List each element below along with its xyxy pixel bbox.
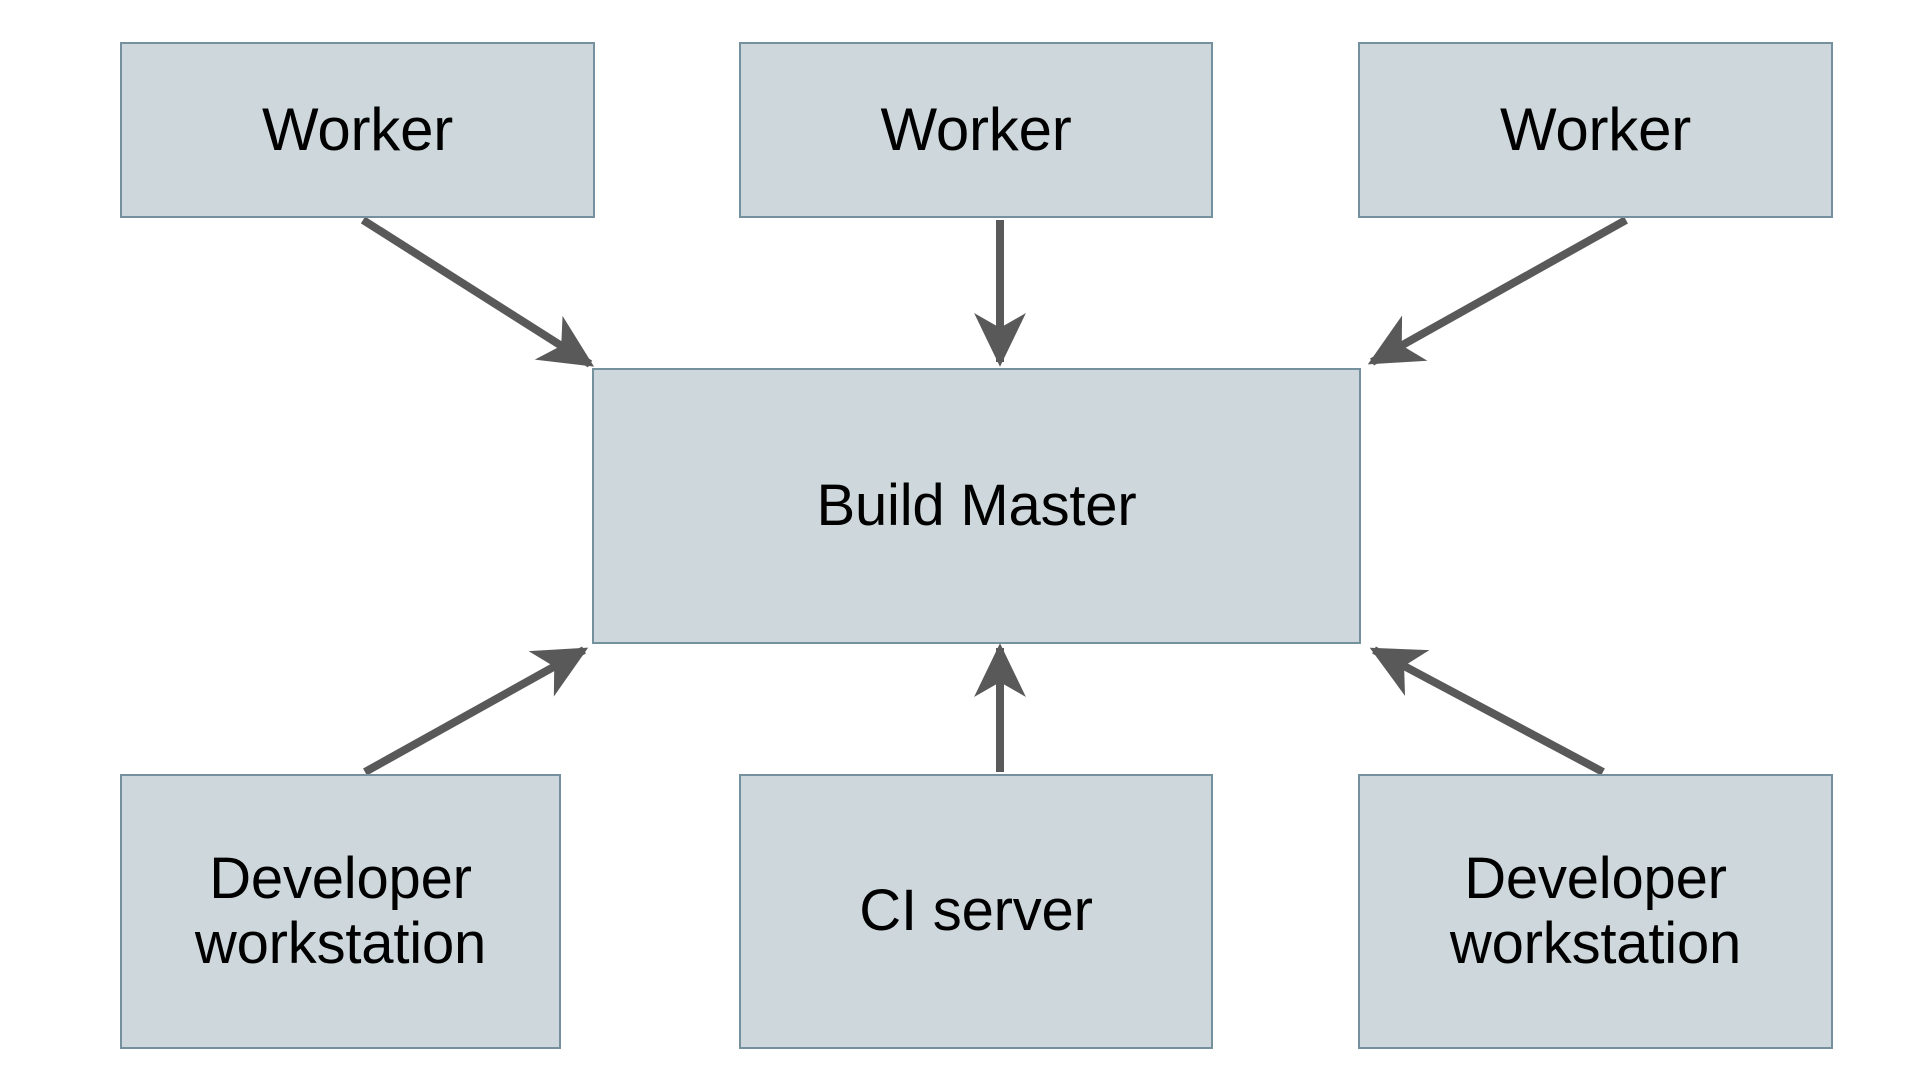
node-worker-3-label: Worker [1499, 96, 1692, 164]
node-worker-2-label: Worker [880, 96, 1072, 164]
edge-dev-workstation-left-to-build-master [363, 646, 589, 776]
node-worker-2[interactable]: Worker [739, 42, 1213, 218]
edge-worker-3-to-build-master [1367, 216, 1628, 366]
node-build-master[interactable]: Build Master [592, 368, 1361, 644]
node-ci-server-label: CI server [859, 878, 1093, 944]
node-developer-workstation-right-label: Developer workstation [1449, 845, 1742, 976]
node-worker-1[interactable]: Worker [120, 42, 595, 218]
node-developer-workstation-left[interactable]: Developer workstation [120, 774, 561, 1049]
node-worker-3[interactable]: Worker [1358, 42, 1833, 218]
edge-dev-workstation-right-to-build-master [1369, 646, 1605, 776]
edge-worker-1-to-build-master [360, 216, 595, 368]
node-worker-1-label: Worker [261, 96, 454, 164]
node-ci-server[interactable]: CI server [739, 774, 1213, 1049]
node-build-master-label: Build Master [816, 472, 1137, 538]
node-developer-workstation-right[interactable]: Developer workstation [1358, 774, 1833, 1049]
node-developer-workstation-left-label: Developer workstation [194, 845, 487, 976]
